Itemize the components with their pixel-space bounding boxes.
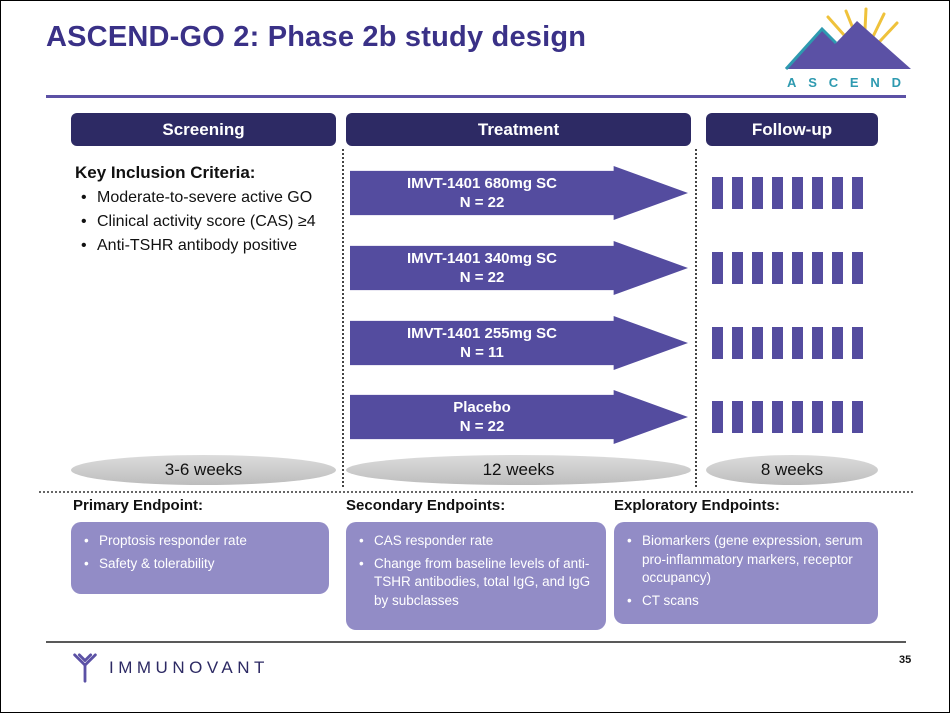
immunovant-logo: IMMUNOVANT: [69, 651, 269, 685]
followup-visit-bars: [712, 327, 863, 359]
page-number: 35: [899, 654, 912, 666]
endpoint-item: CT scans: [620, 592, 870, 611]
primary-endpoint-title: Primary Endpoint:: [73, 497, 204, 514]
title-divider: [46, 95, 906, 98]
endpoint-item: Safety & tolerability: [77, 555, 321, 574]
ascend-logo: ASCEND: [784, 7, 911, 90]
phase-header-screening: Screening: [71, 113, 336, 146]
arm-n: N = 22: [459, 194, 505, 211]
followup-visit-bars: [712, 401, 863, 433]
dotted-separator: [39, 491, 913, 493]
dotted-divider-right: [695, 149, 697, 487]
inclusion-item: Clinical activity score (CAS) ≥4: [75, 211, 333, 232]
endpoint-item: Proptosis responder rate: [77, 532, 321, 551]
antibody-icon: [73, 653, 97, 683]
ascend-logo-text: ASCEND: [787, 75, 911, 90]
endpoint-item: Biomarkers (gene expression, serum pro-i…: [620, 532, 870, 588]
immunovant-logo-text: IMMUNOVANT: [109, 658, 269, 677]
primary-endpoint-box: Proptosis responder rate Safety & tolera…: [71, 522, 329, 594]
duration-pill-screening: 3-6 weeks: [71, 455, 336, 485]
phase-header-followup: Follow-up: [706, 113, 878, 146]
mountain-ridge-accent: [784, 26, 838, 71]
treatment-arm-arrow: IMVT-1401 255mg SC N = 11: [350, 316, 688, 370]
arm-label: Placebo: [453, 398, 511, 416]
footer-divider: [46, 641, 906, 643]
followup-visit-bars: [712, 177, 863, 209]
mountain-icon: [786, 21, 911, 69]
exploratory-endpoints-title: Exploratory Endpoints:: [614, 497, 780, 514]
inclusion-criteria-list: Moderate-to-severe active GO Clinical ac…: [75, 187, 333, 256]
secondary-endpoints-title: Secondary Endpoints:: [346, 497, 506, 514]
arm-label: IMVT-1401 680mg SC: [406, 174, 558, 192]
phase-header-treatment: Treatment: [346, 113, 691, 146]
inclusion-item: Anti-TSHR antibody positive: [75, 235, 333, 256]
inclusion-item: Moderate-to-severe active GO: [75, 187, 333, 208]
arm-label: IMVT-1401 255mg SC: [406, 324, 558, 342]
inclusion-criteria: Key Inclusion Criteria: Moderate-to-seve…: [75, 163, 333, 259]
exploratory-endpoints-box: Biomarkers (gene expression, serum pro-i…: [614, 522, 878, 624]
duration-pill-treatment: 12 weeks: [346, 455, 691, 485]
treatment-arm-arrow: Placebo N = 22: [350, 390, 688, 444]
endpoint-item: CAS responder rate: [352, 532, 598, 551]
page-title: ASCEND-GO 2: Phase 2b study design: [46, 21, 587, 53]
followup-visit-bars: [712, 252, 863, 284]
duration-pill-followup: 8 weeks: [706, 455, 878, 485]
arm-n: N = 11: [460, 344, 504, 361]
inclusion-criteria-title: Key Inclusion Criteria:: [75, 163, 256, 182]
secondary-endpoints-box: CAS responder rate Change from baseline …: [346, 522, 606, 630]
treatment-arm-arrow: IMVT-1401 680mg SC N = 22: [350, 166, 688, 220]
endpoint-item: Change from baseline levels of anti-TSHR…: [352, 555, 598, 611]
arm-n: N = 22: [459, 269, 505, 286]
dotted-divider-left: [342, 149, 344, 487]
treatment-arm-arrow: IMVT-1401 340mg SC N = 22: [350, 241, 688, 295]
arm-label: IMVT-1401 340mg SC: [406, 249, 558, 267]
arm-n: N = 22: [459, 418, 505, 435]
